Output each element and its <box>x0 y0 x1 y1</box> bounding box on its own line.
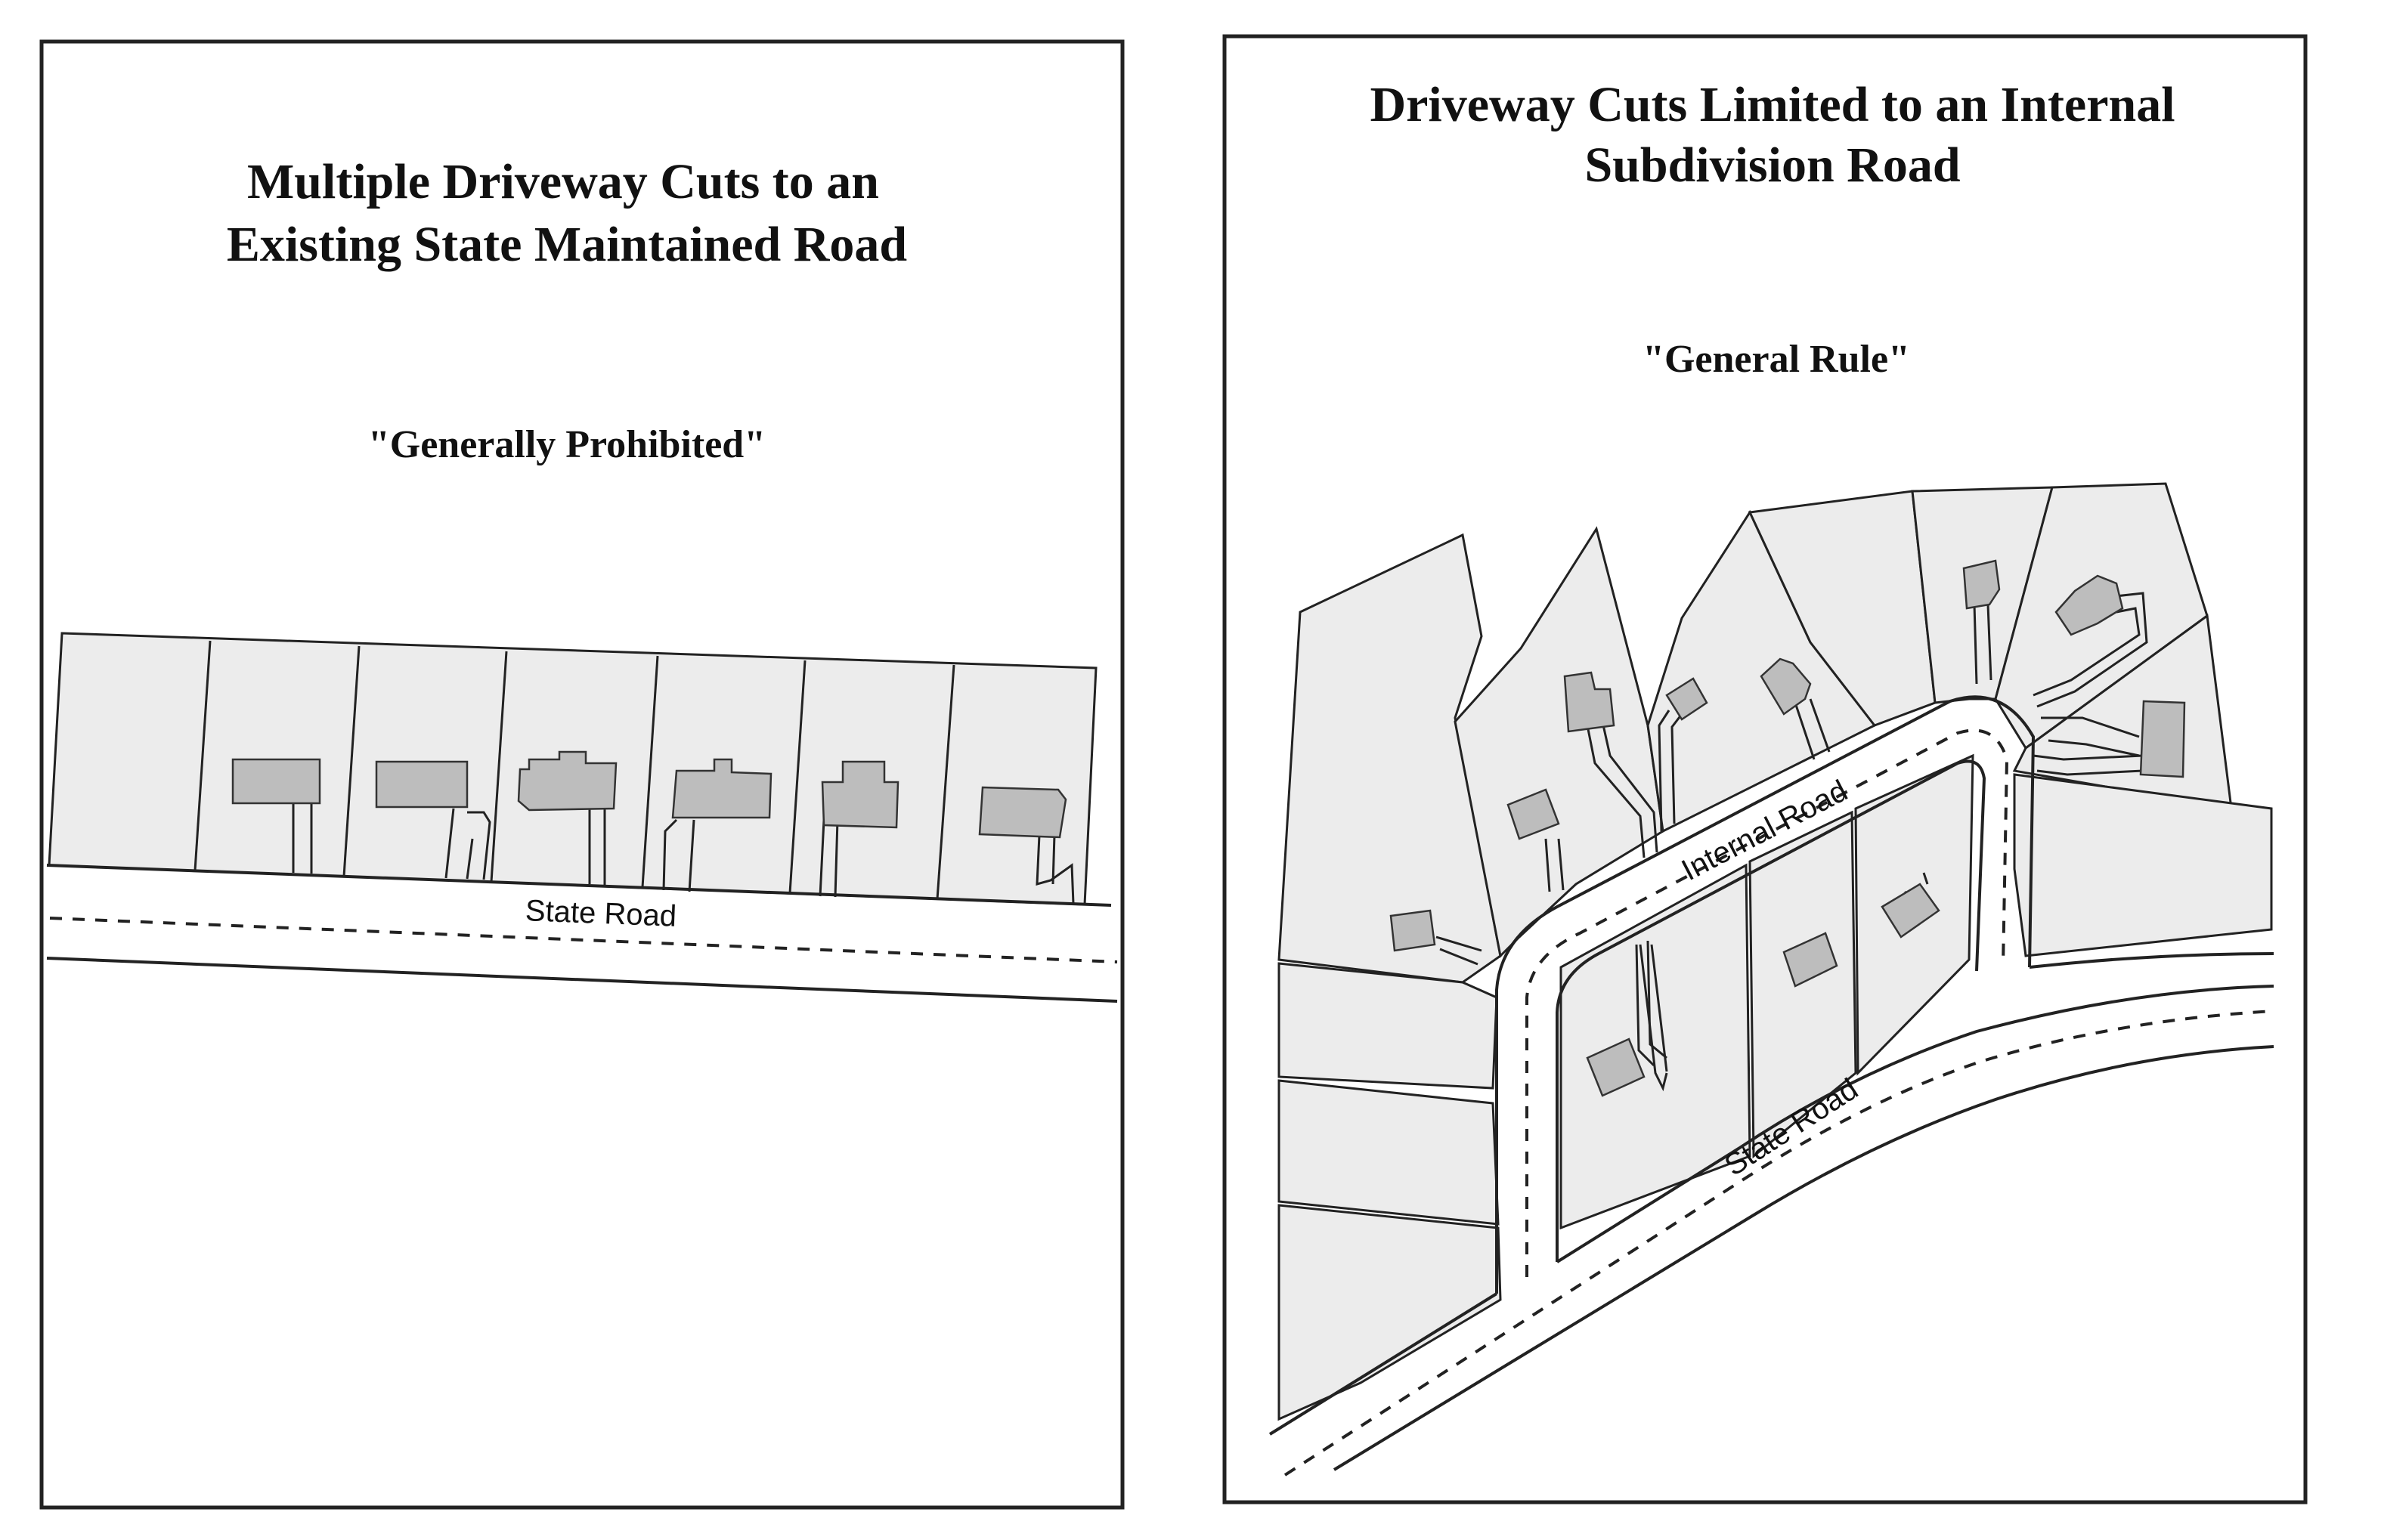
right-subtitle: "General Rule" <box>1643 338 1910 381</box>
lot-southwest <box>1277 1079 1500 1226</box>
driveway <box>292 801 313 874</box>
house <box>1586 1037 1646 1097</box>
road-centerline <box>49 917 1118 963</box>
lot-interior <box>1559 863 1751 1230</box>
house <box>1563 671 1615 733</box>
driveway <box>444 808 491 880</box>
driveway <box>1435 935 1482 966</box>
house <box>2139 700 2186 778</box>
right-title-line2: Subdivision Road <box>1584 138 1960 193</box>
lot-divider <box>788 660 807 894</box>
lot-divider <box>342 645 361 877</box>
house <box>1389 909 1436 952</box>
left-title-line1: Multiple Driveway Cuts to an <box>247 154 879 209</box>
house <box>517 750 618 812</box>
house <box>1782 932 1838 988</box>
lot-divider <box>641 655 659 888</box>
lot-southwest <box>1277 962 1498 1090</box>
lot-north <box>1748 490 1937 727</box>
driveway <box>1036 834 1075 905</box>
left-driveways <box>292 801 1075 905</box>
driveway <box>1794 698 1831 760</box>
internal-road-centerline <box>1525 728 2009 1277</box>
left-panel: Multiple Driveway Cuts to an Existing St… <box>39 39 1125 1510</box>
driveway <box>2033 592 2148 708</box>
driveway <box>1658 710 1683 832</box>
house <box>821 760 899 829</box>
driveway <box>1586 721 1658 858</box>
driveway <box>1635 940 1667 1067</box>
driveway <box>1973 604 1992 685</box>
driveway <box>1639 944 1668 1092</box>
state-road-bottom-edge <box>1333 1045 2274 1471</box>
lot-divider <box>194 640 212 871</box>
internal-road-outer-edge <box>1495 695 2036 1294</box>
lot-divider <box>490 651 508 883</box>
left-state-road: State Road <box>46 864 1118 1003</box>
lot-southwest <box>1277 1204 1502 1421</box>
state-road-top-edge <box>1268 952 2274 1436</box>
right-driveways <box>1435 592 2148 1092</box>
state-road-centerline <box>1283 1010 2274 1477</box>
left-houses <box>231 750 1067 839</box>
right-panel: Driveway Cuts Limited to an Internal Sub… <box>1222 34 2308 1504</box>
house <box>1760 657 1812 716</box>
house <box>1665 677 1708 721</box>
right-title-line1: Driveway Cuts Limited to an Internal <box>1370 77 2175 132</box>
internal-road-inner-edge <box>1556 759 1986 1262</box>
right-houses <box>1389 559 2186 1097</box>
house <box>671 758 773 819</box>
road-edge-bottom <box>46 957 1118 1003</box>
left-state-road-label: State Road <box>525 894 677 933</box>
driveway <box>2033 754 2144 776</box>
house <box>1506 788 1560 840</box>
road-edge-top <box>46 864 1112 907</box>
house <box>231 758 321 805</box>
house <box>2054 574 2124 636</box>
driveway <box>819 819 839 898</box>
left-title-line2: Existing State Maintained Road <box>227 217 907 272</box>
lot-divider <box>936 664 955 900</box>
lot-interior <box>1748 810 1857 1159</box>
house <box>375 760 469 809</box>
lot-east <box>2013 773 2273 957</box>
house <box>1881 883 1940 939</box>
driveway <box>588 809 606 885</box>
driveway <box>2041 716 2140 757</box>
house <box>978 786 1067 839</box>
house <box>1962 559 2001 610</box>
driveway <box>1544 838 1565 892</box>
driveway <box>662 818 695 892</box>
left-subtitle: "Generally Prohibited" <box>368 423 766 466</box>
